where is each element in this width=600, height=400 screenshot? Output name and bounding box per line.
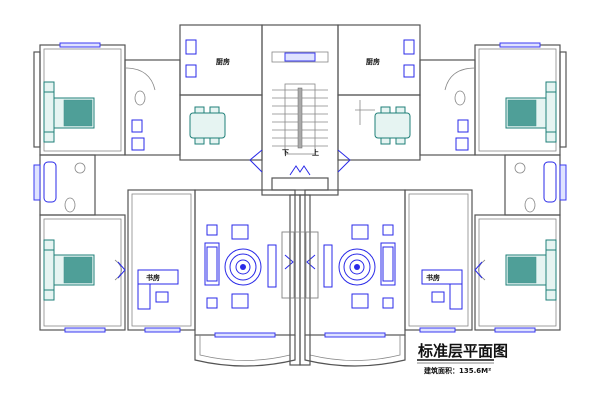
right-unit [304, 24, 567, 367]
stair-down-label: 下 [282, 149, 289, 157]
kitchen-label-left: 厨房 [216, 57, 230, 66]
study-label-left: 书房 [146, 273, 160, 282]
kitchen-label-right: 厨房 [366, 57, 380, 66]
stairwell [249, 24, 375, 196]
study-label-right: 书房 [426, 273, 440, 282]
stair-up-label: 上 [312, 148, 319, 157]
plan-title: 标准层平面图 [417, 342, 508, 360]
building-area-label: 建筑面积：135.6M² [424, 366, 491, 375]
left-unit [33, 24, 296, 367]
